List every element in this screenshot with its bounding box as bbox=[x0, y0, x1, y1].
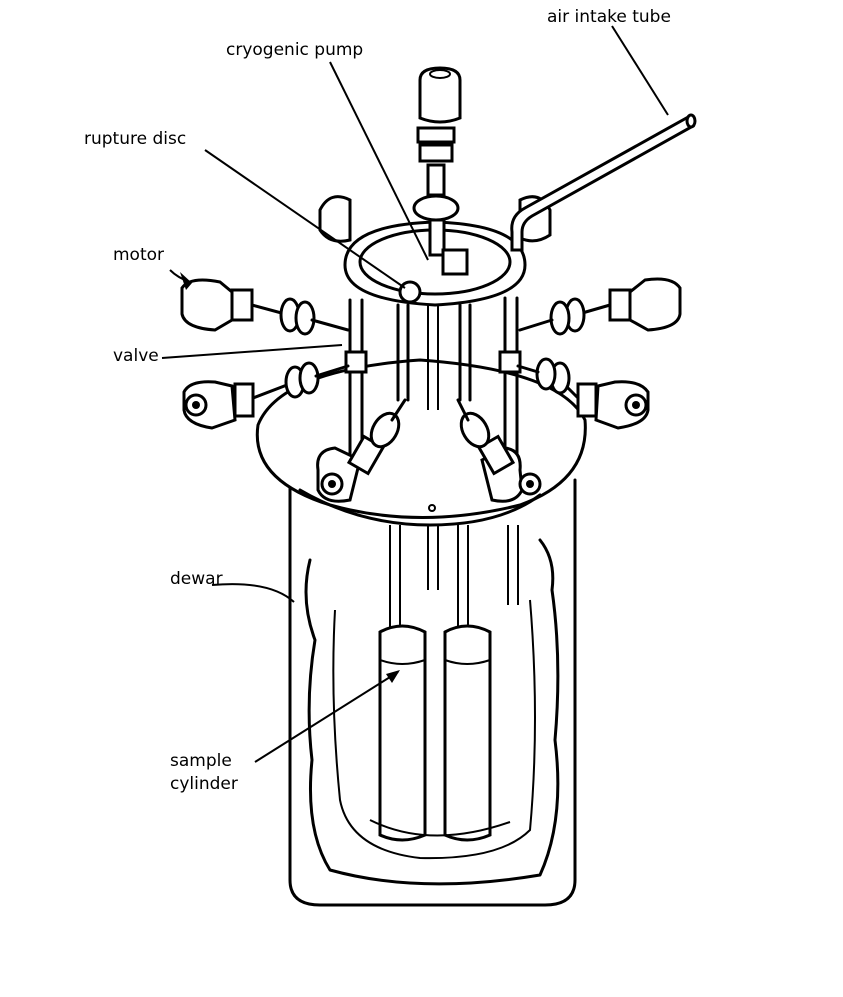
motor-left-lower bbox=[182, 361, 350, 430]
label-rupture-disc: rupture disc bbox=[84, 129, 187, 149]
motor-front-left bbox=[316, 398, 407, 503]
air-intake-tube bbox=[510, 113, 697, 252]
dewar bbox=[288, 478, 577, 907]
label-motor: motor bbox=[113, 245, 165, 265]
label-air-intake-tube: air intake tube bbox=[547, 7, 671, 27]
label-cryogenic-pump: cryogenic pump bbox=[226, 40, 364, 60]
neck-assembly bbox=[318, 195, 552, 462]
motors bbox=[180, 277, 682, 503]
motor-right-upper bbox=[518, 277, 682, 336]
motor-right-lower bbox=[516, 357, 650, 430]
label-sample-cylinder-line2: cylinder bbox=[170, 774, 238, 794]
motor-left-upper bbox=[180, 278, 350, 336]
label-sample-cylinder-line1: sample bbox=[170, 751, 232, 771]
label-dewar: dewar bbox=[170, 569, 223, 589]
motor-front-right bbox=[456, 398, 542, 503]
rupture-disc bbox=[398, 280, 422, 304]
label-valve: valve bbox=[113, 346, 159, 366]
cryogenic-pump bbox=[412, 66, 469, 276]
leader-lines bbox=[161, 25, 669, 763]
